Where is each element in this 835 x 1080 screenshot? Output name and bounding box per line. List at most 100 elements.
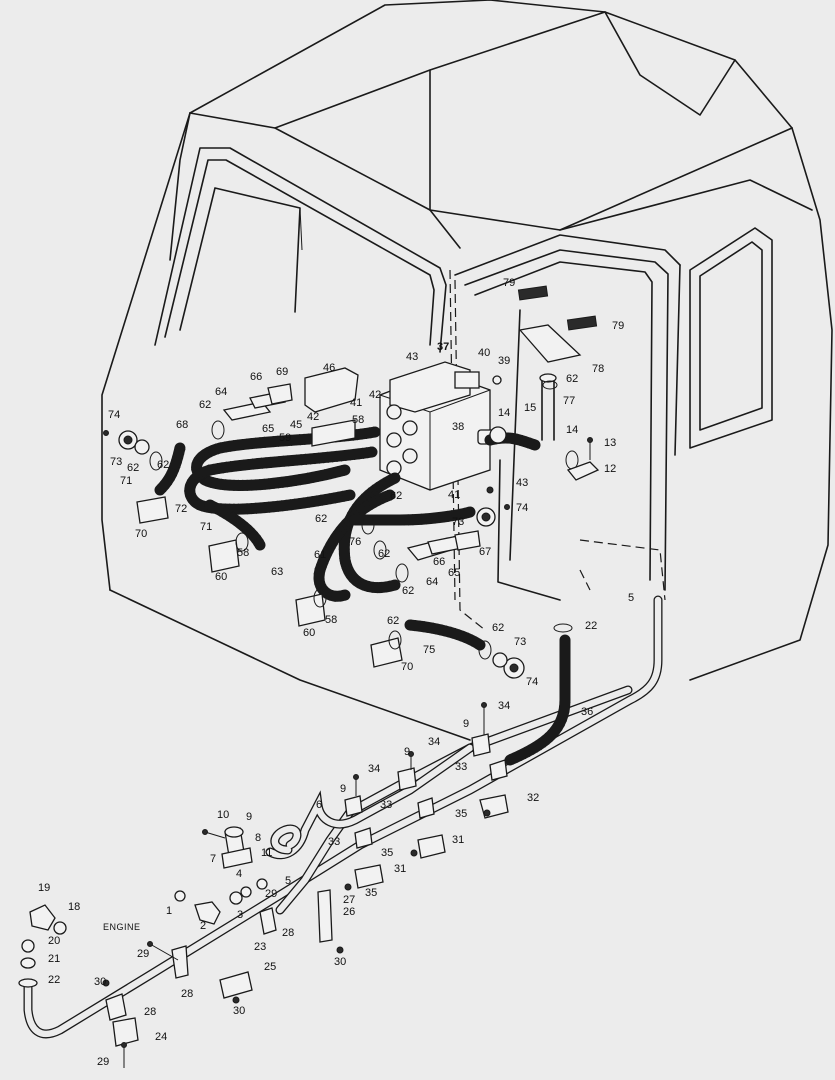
callout-39: 39 [498,355,510,367]
callout-7: 7 [210,853,216,865]
callout-13: 13 [604,437,616,449]
callout-9: 9 [340,783,346,795]
callout-60: 60 [215,571,227,583]
bracket-12 [566,461,600,481]
callout-62: 62 [315,513,327,525]
callout-62: 62 [390,490,402,502]
engine-fittings [18,904,67,988]
callout-71: 71 [200,521,212,533]
callout-37: 37 [437,341,449,353]
callout-66: 66 [433,556,445,568]
callout-62: 62 [402,585,414,597]
callout-71: 71 [120,475,132,487]
callout-64: 64 [215,386,227,398]
callout-46: 46 [323,362,335,374]
callout-60: 60 [303,627,315,639]
callout-22: 22 [585,620,597,632]
callout-34: 34 [498,700,510,712]
callout-62: 62 [492,622,504,634]
callout-62: 62 [199,399,211,411]
callout-42: 42 [307,411,319,423]
callout-9: 9 [463,718,469,730]
callout-42: 42 [369,389,381,401]
cab-outline [101,0,833,741]
riser-hose [518,324,582,441]
callout-2: 2 [200,920,206,932]
clamps [149,380,579,660]
callout-21: 21 [48,953,60,965]
callout-58: 58 [352,414,364,426]
callout-62: 62 [127,462,139,474]
valve-assembly [174,826,268,925]
callout-43: 43 [406,351,418,363]
hose-36 [504,623,573,766]
callout-77: 77 [563,395,575,407]
grilles [136,496,403,668]
callout-14: 14 [498,407,510,419]
callout-4: 4 [236,868,242,880]
engine-label: ENGINE [103,922,141,932]
callout-27: 27 [343,894,355,906]
callout-70: 70 [135,528,147,540]
callout-35: 35 [455,808,467,820]
callout-20: 20 [48,935,60,947]
callout-19: 19 [38,882,50,894]
callout-28: 28 [181,988,193,1000]
callout-9: 9 [404,746,410,758]
callout-65: 65 [448,567,460,579]
callout-64: 64 [426,576,438,588]
callout-30: 30 [94,976,106,988]
callout-65: 65 [262,423,274,435]
callout-34: 34 [428,736,440,748]
callout-76: 76 [349,536,361,548]
bolts [102,430,593,1068]
callout-62: 62 [157,459,169,471]
callout-36: 36 [581,706,593,718]
callout-11: 11 [261,847,272,859]
callout-66: 66 [250,371,262,383]
callout-5: 5 [628,592,634,604]
callout-29: 29 [265,888,277,900]
callout-58: 58 [325,614,337,626]
callout-38: 38 [452,421,464,433]
callout-12: 12 [604,463,616,475]
callout-30: 30 [233,1005,245,1017]
callout-75: 75 [423,644,435,656]
callout-6: 6 [316,799,322,811]
callout-40: 40 [478,347,490,359]
heater-unit [379,361,502,491]
vent-nozzles [118,426,525,679]
callout-78: 78 [592,363,604,375]
vent-louvers [222,285,598,561]
callout-73: 73 [110,456,122,468]
callout-74: 74 [108,409,120,421]
callout-3: 3 [237,909,243,921]
callout-9: 9 [246,811,252,823]
callout-41: 41 [448,489,460,501]
callout-26: 26 [343,906,355,918]
callout-29: 29 [97,1056,109,1068]
callout-35: 35 [365,887,377,899]
callout-69: 69 [276,366,288,378]
callout-31: 31 [394,863,406,875]
callout-33: 33 [380,799,392,811]
callout-34: 34 [368,763,380,775]
callout-58: 58 [237,547,249,559]
callout-72: 72 [175,503,187,515]
callout-68: 68 [176,419,188,431]
callout-45: 45 [290,419,302,431]
callout-31: 31 [452,834,464,846]
callout-73: 73 [514,636,526,648]
callout-23: 23 [254,941,266,953]
callout-14: 14 [566,424,578,436]
callout-59: 59 [279,432,291,444]
callout-41: 41 [350,397,362,409]
callout-10: 10 [217,809,229,821]
callout-62: 62 [387,615,399,627]
callout-22: 22 [48,974,60,986]
callout-74: 74 [526,676,538,688]
callout-33: 33 [455,761,467,773]
callout-25: 25 [264,961,276,973]
